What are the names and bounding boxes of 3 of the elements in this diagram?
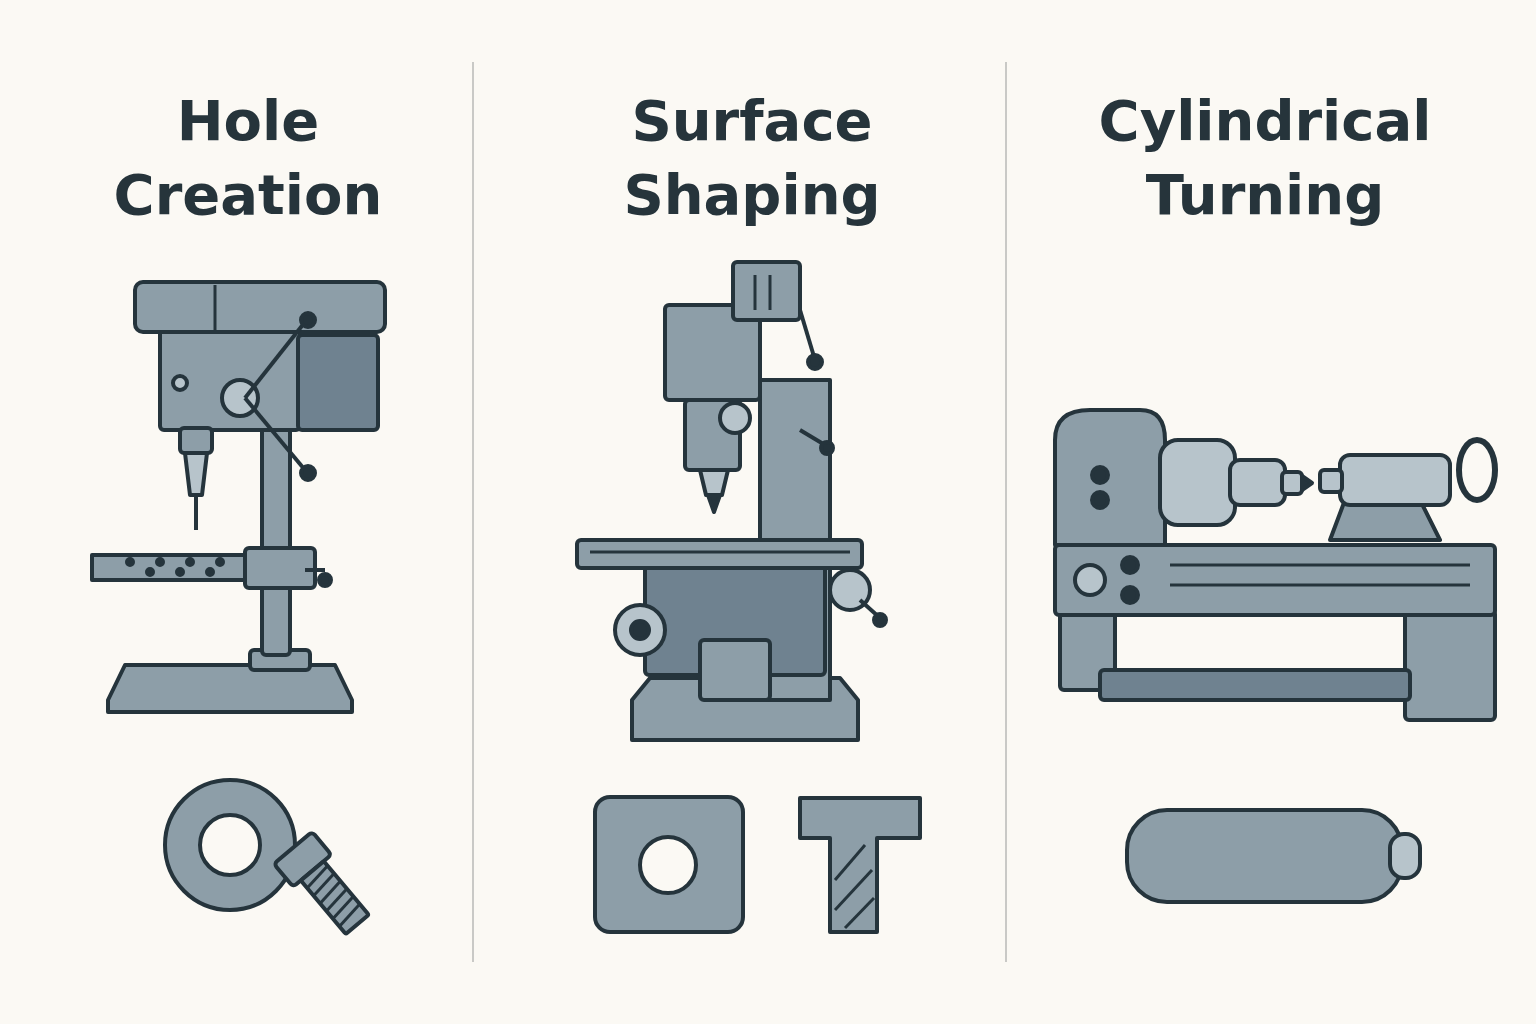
- column-heading: Surface Shaping: [622, 87, 882, 229]
- column-heading: Hole Creation: [112, 87, 384, 229]
- column-heading: Cylindrical Turning: [1097, 87, 1433, 229]
